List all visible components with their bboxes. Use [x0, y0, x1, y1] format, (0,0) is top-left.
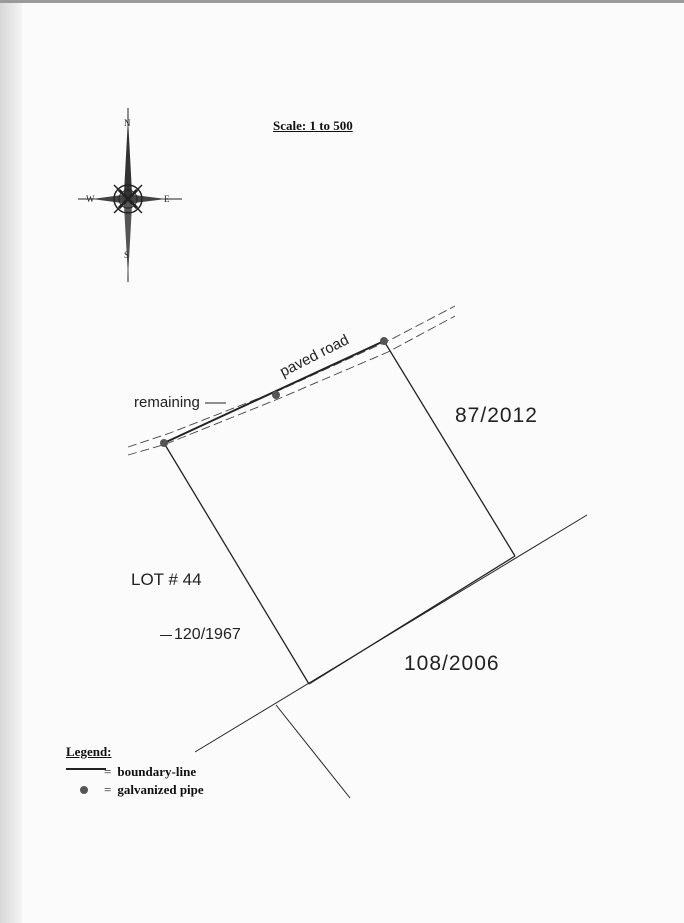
galvanized-pipe-dot [160, 439, 168, 447]
parcel-label-south: 108/2006 [404, 652, 500, 675]
legend-equals: = [104, 782, 112, 797]
legend-label-pipe: galvanized pipe [117, 782, 204, 797]
compass-south-label: S [124, 250, 129, 260]
adjacent-parcel-lines [194, 514, 588, 799]
scan-binding-edge [0, 0, 22, 923]
scale-label: Scale: 1 to 500 [273, 118, 353, 133]
compass-north-label: N [124, 118, 131, 128]
boundary-west [163, 442, 310, 685]
legend-row-pipe: = galvanized pipe [66, 782, 204, 798]
galvanized-pipe-dot [380, 337, 388, 345]
parcel-label-west: 120/1967 [174, 626, 241, 643]
remaining-label: remaining [134, 394, 200, 411]
legend-title: Legend: [66, 744, 112, 759]
galvanized-pipe-symbol-icon [66, 783, 106, 797]
legend-label-boundary: boundary-line [117, 764, 197, 779]
paved-road-edges [127, 305, 456, 456]
legend-row-boundary: = boundary-line [66, 764, 196, 780]
compass-east-label: E [164, 194, 170, 204]
south-neighbor-line [194, 514, 588, 753]
galvanized-pipes [160, 337, 388, 447]
lot-number-label: LOT # 44 [131, 570, 202, 589]
compass-west-label: W [86, 194, 95, 204]
boundary-east [383, 340, 516, 557]
parcel-label-north-east: 87/2012 [455, 404, 538, 427]
galvanized-pipe-dot [272, 391, 280, 399]
boundary-line-symbol-icon [66, 765, 106, 779]
compass-rose-icon [78, 108, 182, 282]
scan-top-edge [0, 0, 684, 3]
legend-equals: = [104, 764, 112, 779]
neighbor-divider-line [275, 704, 351, 799]
